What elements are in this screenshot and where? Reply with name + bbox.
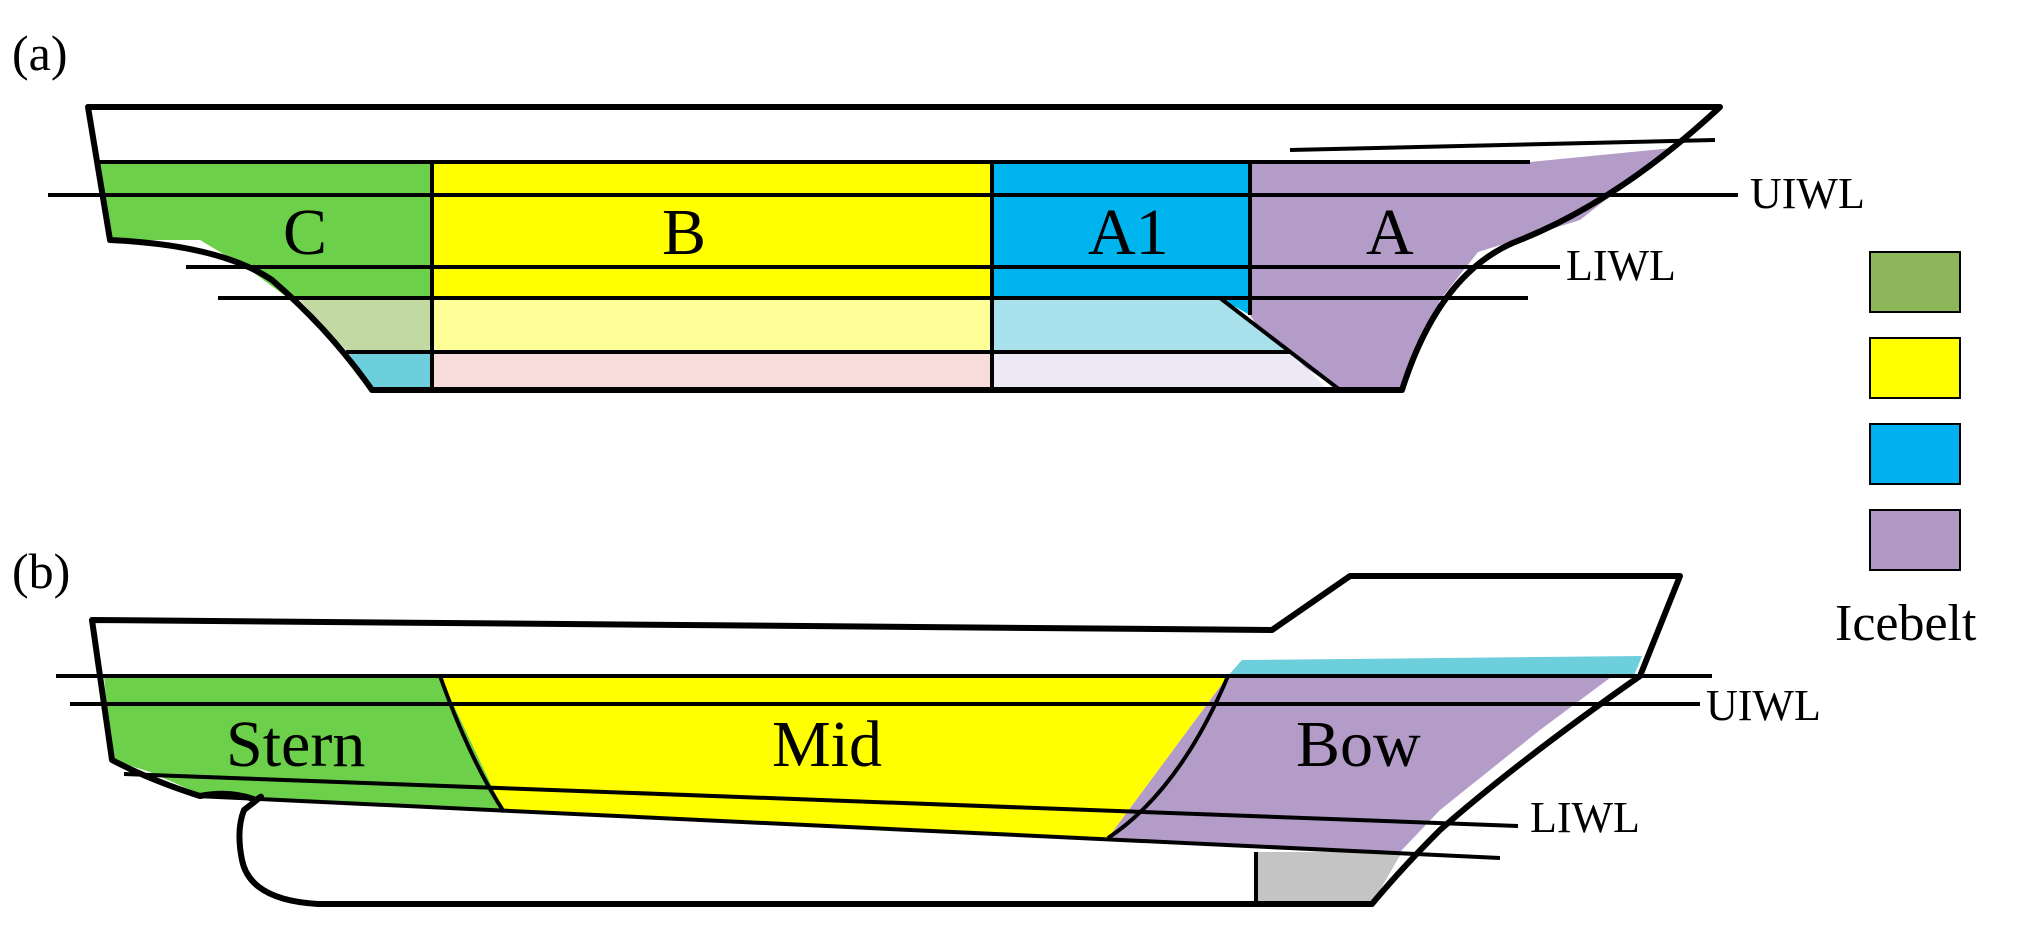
bottom-b-pink [432, 352, 992, 390]
zone-a1-label: A1 [1088, 196, 1169, 269]
liwl-label-b: LIWL [1530, 793, 1640, 842]
zone-bow-fill [1108, 660, 1634, 852]
bottom-c-cyan [348, 352, 432, 390]
bow-deck-cyan [1228, 656, 1642, 676]
icebelt-bottom-line-b [195, 794, 1501, 860]
hull-outline-b [89, 573, 1683, 907]
deck-line [1289, 138, 1716, 152]
uiwl-label-a: UIWL [1750, 169, 1865, 218]
zone-bow-label: Bow [1296, 708, 1421, 781]
zone-a1-fill [992, 162, 1250, 315]
zone-a-label: A [1366, 196, 1414, 269]
zone-b-label: B [662, 196, 706, 269]
legend-swatch-green [1869, 251, 1961, 313]
hull-outline-a [85, 104, 1723, 393]
zone-mid-label: Mid [772, 708, 882, 781]
lower-a1-light-blue [992, 298, 1290, 352]
liwl-line-b [123, 772, 1519, 828]
panel-a-label: (a) [12, 25, 68, 81]
panel-a: (a) C B A1 A UIWL LIWL [12, 25, 1865, 393]
zone-stern-label: Stern [226, 708, 365, 781]
legend-swatch-blue [1869, 423, 1961, 485]
panel-b: (b) Stern Mid Bow UIWL LIWL [12, 543, 1821, 907]
zone-mid-fill [440, 676, 1228, 838]
legend-title: Icebelt [1835, 595, 1977, 652]
lower-c-light-green [298, 298, 432, 352]
divider-a-diagonal [1218, 296, 1342, 392]
zone-b-fill [432, 162, 992, 298]
lower-b-light-yellow [432, 298, 992, 352]
zone-c-label: C [283, 196, 327, 269]
panel-b-label: (b) [12, 543, 70, 599]
keel-gray [1256, 852, 1402, 904]
divider-stern-mid [438, 675, 506, 814]
legend-swatch-purple [1869, 509, 1961, 571]
uiwl-label-b: UIWL [1706, 681, 1821, 730]
bottom-a1-lavender [992, 352, 1328, 390]
legend: Icebelt [1835, 251, 1977, 652]
liwl-label-a: LIWL [1566, 241, 1676, 290]
legend-swatch-yellow [1869, 337, 1961, 399]
